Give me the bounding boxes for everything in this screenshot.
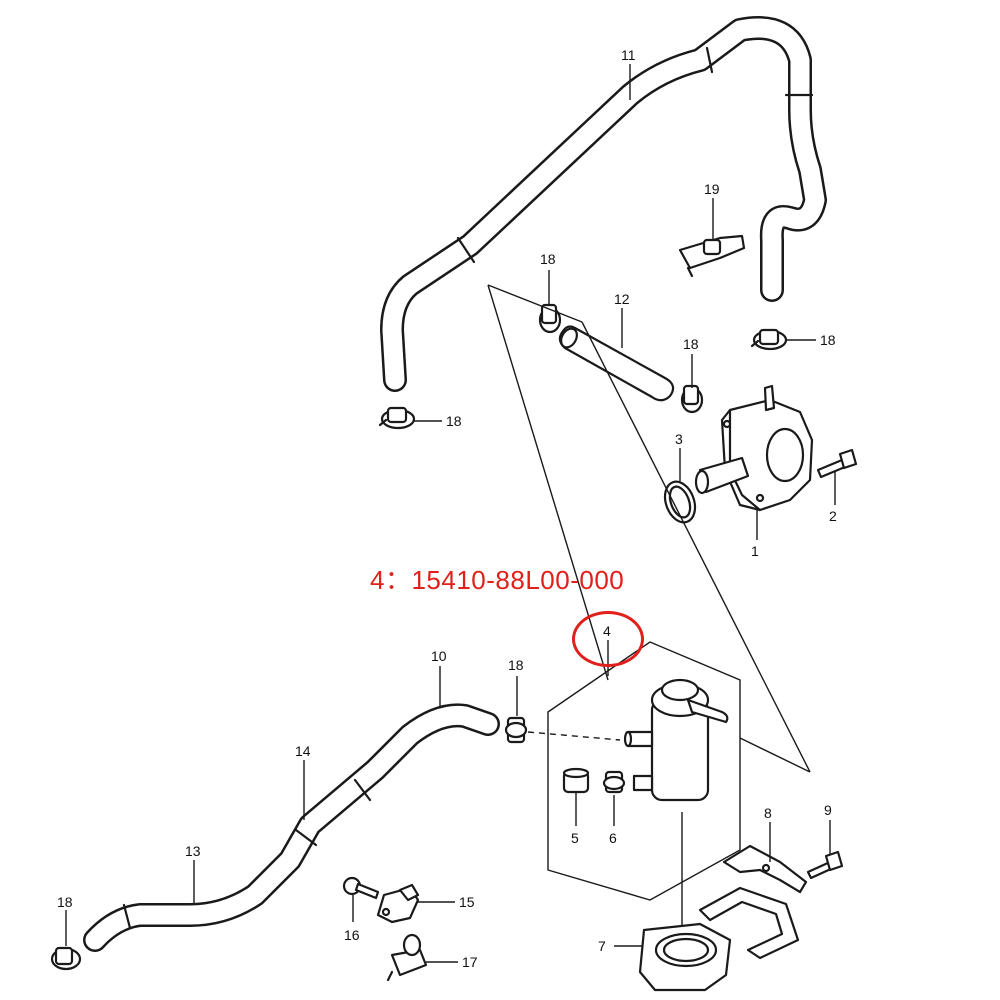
- label-1: 1: [751, 543, 759, 559]
- clamp-6: [602, 770, 626, 794]
- label-18-f: 18: [57, 894, 73, 910]
- label-2: 2: [829, 508, 837, 524]
- label-18-d: 18: [683, 336, 699, 352]
- bolt-2: [816, 448, 858, 479]
- label-18-b: 18: [540, 251, 556, 267]
- label-18-e: 18: [508, 657, 524, 673]
- label-12: 12: [614, 291, 630, 307]
- bolt-16: [342, 876, 380, 900]
- label-3: 3: [675, 431, 683, 447]
- cap-5: [562, 767, 590, 794]
- label-14: 14: [295, 743, 311, 759]
- label-13: 13: [185, 843, 201, 859]
- holder-7: [638, 922, 732, 992]
- label-18-c: 18: [820, 332, 836, 348]
- label-10: 10: [431, 648, 447, 664]
- label-18-a: 18: [446, 413, 462, 429]
- label-16: 16: [344, 927, 360, 943]
- clamp-18-e: [504, 716, 528, 744]
- clamp-18-c: [750, 328, 788, 351]
- fuel-pump-1: [694, 384, 814, 512]
- clamp-18-f: [50, 946, 82, 971]
- bracket-8: [698, 844, 808, 960]
- clamp-18-d: [680, 384, 704, 414]
- label-17: 17: [462, 954, 478, 970]
- hose-lower: [83, 703, 500, 952]
- label-15: 15: [459, 894, 475, 910]
- bolt-9: [806, 850, 844, 880]
- clamp-17: [386, 933, 428, 982]
- label-7: 7: [598, 938, 606, 954]
- label-8: 8: [764, 805, 772, 821]
- fuel-filter-4: [623, 678, 729, 802]
- label-11: 11: [621, 47, 636, 63]
- o-ring-3: [663, 480, 697, 524]
- highlight-circle-part-4: [572, 611, 644, 667]
- clamp-18-a: [378, 406, 416, 430]
- label-19: 19: [704, 181, 720, 197]
- guide-line-2: [581, 321, 811, 773]
- clamp-19: [678, 234, 746, 278]
- label-5: 5: [571, 830, 579, 846]
- guide-line: [487, 284, 811, 773]
- hose-12: [558, 325, 675, 402]
- label-6: 6: [609, 830, 617, 846]
- hose-11: [380, 16, 827, 392]
- dash-line-inlet: [527, 731, 621, 741]
- bracket-15: [376, 883, 420, 924]
- part-number-note: 4：15410-88L00-000: [370, 565, 625, 595]
- label-9: 9: [824, 802, 832, 818]
- assembly-boundary-4: [547, 641, 741, 901]
